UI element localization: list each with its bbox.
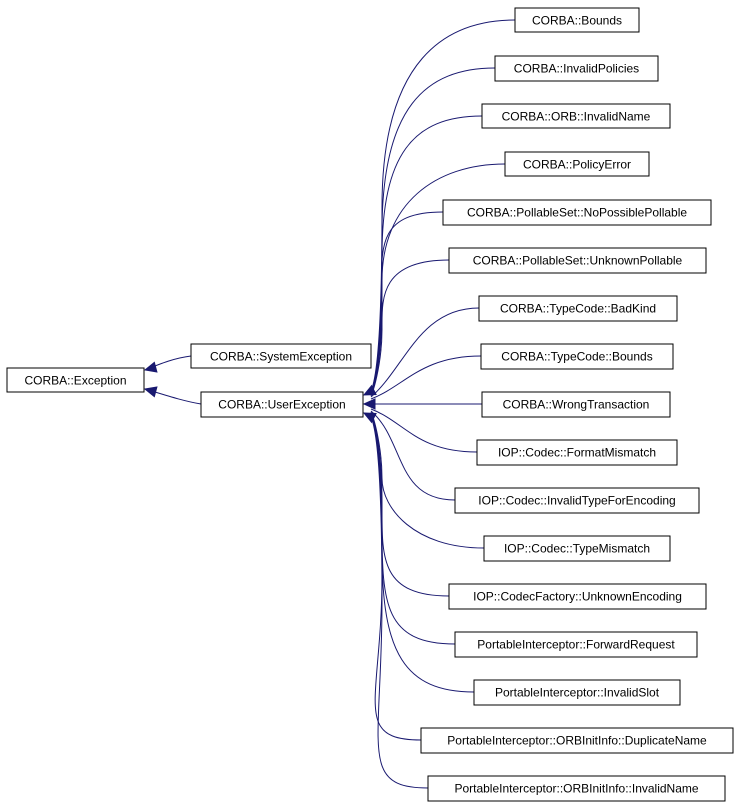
- edge-leaf-9: [370, 408, 478, 453]
- edge-leaf-1: [370, 67, 496, 393]
- arrowhead-user-exception: [143, 386, 158, 398]
- edge-layer: [143, 19, 516, 789]
- node-corba-pollableset-unknown-pollable[interactable]: CORBA::PollableSet::UnknownPollable: [448, 247, 707, 274]
- node-iop-codec-format-mismatch[interactable]: IOP::Codec::FormatMismatch: [476, 439, 678, 466]
- node-label: CORBA::Exception: [24, 374, 126, 388]
- node-label: CORBA::WrongTransaction: [503, 398, 650, 412]
- node-corba-typecode-bounds[interactable]: CORBA::TypeCode::Bounds: [480, 343, 674, 370]
- node-corba-system-exception[interactable]: CORBA::SystemException: [190, 343, 372, 369]
- node-corba-bounds[interactable]: CORBA::Bounds: [514, 7, 640, 33]
- node-label: CORBA::TypeCode::BadKind: [500, 302, 656, 316]
- edge-leaf-7: [370, 355, 482, 400]
- node-label: CORBA::InvalidPolicies: [514, 62, 639, 76]
- node-corba-typecode-bad-kind[interactable]: CORBA::TypeCode::BadKind: [478, 295, 678, 322]
- node-corba-wrong-transaction[interactable]: CORBA::WrongTransaction: [481, 391, 671, 418]
- node-label: IOP::CodecFactory::UnknownEncoding: [473, 590, 682, 604]
- node-label: CORBA::SystemException: [210, 350, 352, 364]
- arrowhead-system-exception: [143, 361, 158, 373]
- arrowhead-user-top: [362, 384, 377, 396]
- node-label: IOP::Codec::TypeMismatch: [504, 542, 650, 556]
- node-label: CORBA::TypeCode::Bounds: [501, 350, 652, 364]
- edge-leaf-4: [370, 211, 444, 396]
- node-portableinterceptor-forward-request[interactable]: PortableInterceptor::ForwardRequest: [454, 631, 698, 658]
- node-label: CORBA::UserException: [218, 398, 345, 412]
- node-label: CORBA::ORB::InvalidName: [502, 110, 651, 124]
- node-corba-exception[interactable]: CORBA::Exception: [6, 367, 145, 393]
- node-label: CORBA::Bounds: [532, 14, 622, 28]
- node-iop-codec-invalid-type-for-encoding[interactable]: IOP::Codec::InvalidTypeForEncoding: [454, 487, 700, 514]
- node-label: PortableInterceptor::ORBInitInfo::Duplic…: [447, 734, 707, 748]
- node-portableinterceptor-orbinitinfo-duplicate-name[interactable]: PortableInterceptor::ORBInitInfo::Duplic…: [420, 727, 734, 754]
- node-portableinterceptor-invalid-slot[interactable]: PortableInterceptor::InvalidSlot: [473, 679, 681, 706]
- edge-leaf-5: [370, 259, 450, 397]
- node-corba-invalid-policies[interactable]: CORBA::InvalidPolicies: [494, 55, 659, 82]
- node-label: CORBA::PolicyError: [523, 158, 631, 172]
- node-label: CORBA::PollableSet::UnknownPollable: [473, 254, 683, 268]
- node-corba-pollableset-no-possible-pollable[interactable]: CORBA::PollableSet::NoPossiblePollable: [442, 199, 712, 226]
- node-label: IOP::Codec::InvalidTypeForEncoding: [478, 494, 675, 508]
- node-label: IOP::Codec::FormatMismatch: [498, 446, 656, 460]
- node-label: PortableInterceptor::InvalidSlot: [495, 686, 660, 700]
- node-corba-policy-error[interactable]: CORBA::PolicyError: [504, 151, 650, 177]
- node-corba-orb-invalid-name[interactable]: CORBA::ORB::InvalidName: [481, 103, 671, 129]
- edge-leaf-6: [370, 307, 480, 398]
- node-portableinterceptor-orbinitinfo-invalid-name[interactable]: PortableInterceptor::ORBInitInfo::Invali…: [427, 775, 726, 802]
- arrowhead-user-bottom: [362, 412, 377, 424]
- node-iop-codec-type-mismatch[interactable]: IOP::Codec::TypeMismatch: [483, 535, 671, 562]
- node-label: PortableInterceptor::ForwardRequest: [477, 638, 675, 652]
- edge-leaf-10: [370, 410, 456, 501]
- node-corba-user-exception[interactable]: CORBA::UserException: [200, 391, 364, 418]
- node-label: PortableInterceptor::ORBInitInfo::Invali…: [454, 782, 698, 796]
- node-label: CORBA::PollableSet::NoPossiblePollable: [467, 206, 687, 220]
- edge-leaf-16: [370, 416, 429, 789]
- node-iop-codecfactory-unknown-encoding[interactable]: IOP::CodecFactory::UnknownEncoding: [448, 583, 707, 610]
- arrowhead-user-mid: [362, 398, 376, 410]
